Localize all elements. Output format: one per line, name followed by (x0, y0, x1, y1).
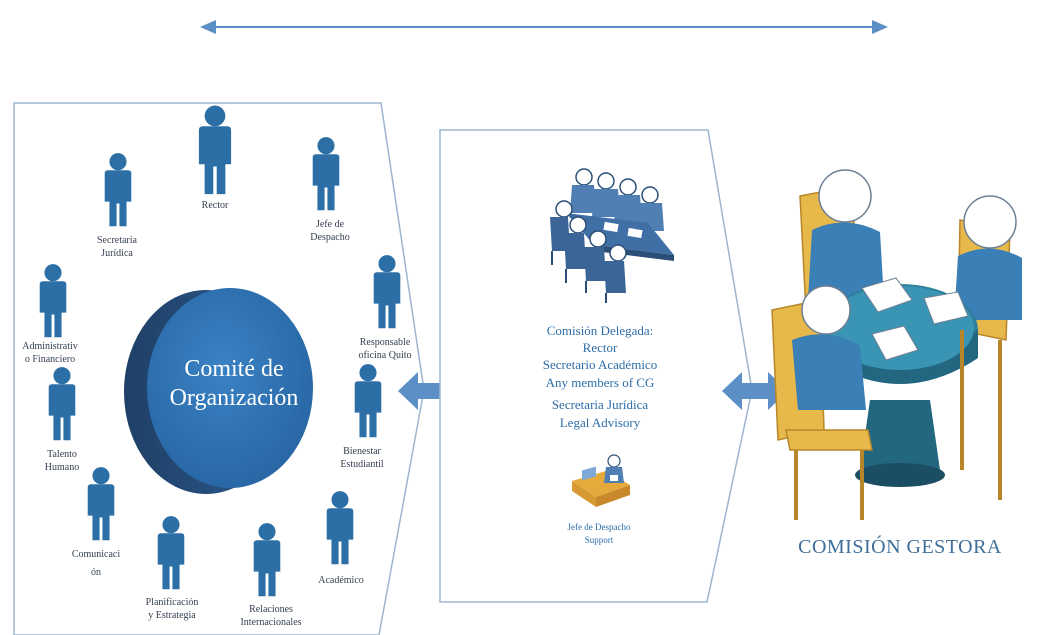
member-talento-humano: Talento Humano (45, 367, 79, 473)
member-label: oficina Quito (358, 350, 411, 361)
member-label: Talento (47, 449, 77, 460)
support-line: Support (585, 535, 614, 545)
member-label: Rector (202, 200, 229, 211)
member-label: Administrativ (22, 341, 78, 352)
member-administrativo-financiero: Administrativ o Financiero (22, 264, 78, 365)
double-headed-arrow-icon (200, 20, 888, 34)
member-label: y Estrategia (148, 610, 196, 621)
member-relaciones: Relaciones Internacionales (240, 523, 302, 628)
member-secretaria-juridica: Secretaria Jurídica (97, 153, 138, 259)
delegada-line: Secretaria Jurídica (552, 397, 649, 412)
member-label: Planificación (146, 597, 199, 608)
member-label: Despacho (310, 232, 349, 243)
delegada-line: Legal Advisory (560, 415, 641, 430)
member-label: Responsable (360, 337, 411, 348)
delegada-line: Rector (583, 340, 618, 355)
delegada-panel (439, 129, 753, 603)
member-label: Bienestar (343, 446, 381, 457)
member-jefe-despacho: Jefe de Despacho (310, 137, 350, 243)
delegada-line: Secretario Académico (543, 357, 657, 372)
member-label: Humano (45, 462, 79, 473)
member-label: Jurídica (101, 248, 133, 259)
delegada-line: Any members of CG (546, 375, 655, 390)
delegada-line: Comisión Delegada: (547, 323, 654, 338)
member-bienestar-estudiantil: Bienestar Estudiantil (340, 364, 384, 470)
round-table-meeting-icon (771, 169, 1022, 520)
member-planificacion: Planificación y Estrategia (146, 516, 199, 621)
member-label: o Financiero (25, 354, 75, 365)
delegada-text: Comisión Delegada: Rector Secretario Aca… (543, 323, 657, 430)
organizacion-circle: Comité de Organización (124, 288, 313, 494)
member-label: Estudiantil (340, 459, 384, 470)
member-label: Comunicaci (72, 549, 121, 560)
member-rector: Rector (198, 105, 232, 211)
circle-title-line1: Comité de (184, 356, 283, 382)
meeting-table-icon (550, 168, 674, 303)
member-academico: Académico (318, 491, 364, 586)
member-label: Secretaria (97, 235, 138, 246)
support-line: Jefe de Despacho (568, 522, 631, 532)
gestora-title: COMISIÓN GESTORA (798, 534, 1002, 558)
circle-title-line2: Organización (170, 385, 299, 411)
support-text: Jefe de Despacho Support (568, 522, 631, 545)
support-desk-icon (572, 454, 630, 507)
member-responsable-quito: Responsable oficina Quito (358, 255, 412, 361)
member-label: Académico (318, 575, 364, 586)
member-label: Relaciones (249, 604, 293, 615)
member-label: Internacionales (240, 617, 301, 628)
member-comunicacion: Comunicaci ón (72, 467, 121, 578)
double-arrow-right-icon (722, 372, 788, 410)
member-label: Jefe de (316, 219, 345, 230)
member-label: ón (91, 567, 101, 578)
